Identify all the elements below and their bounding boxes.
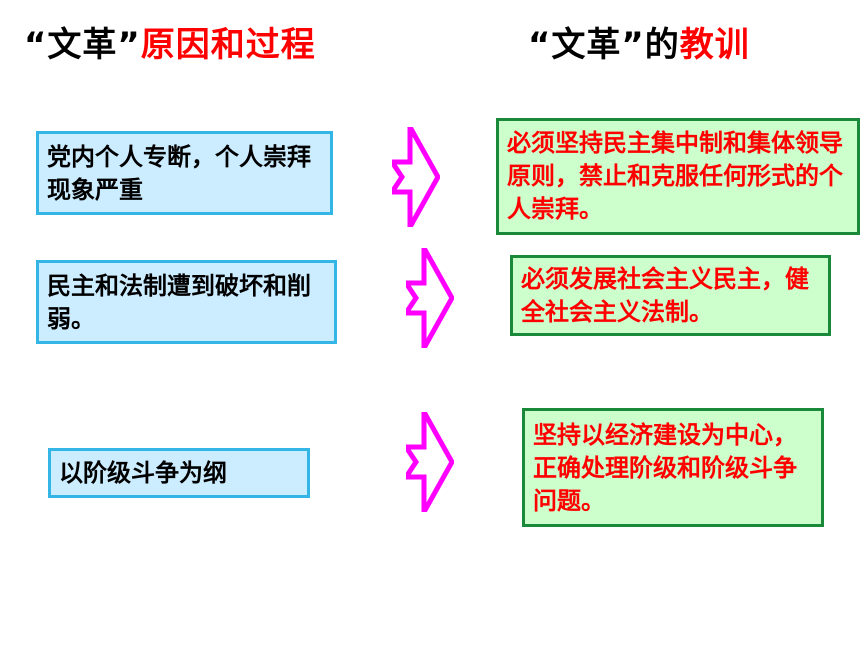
- lessons-title: “文革”的教训: [528, 22, 848, 68]
- cause-box-2: 民主和法制遭到破坏和削弱。: [36, 260, 337, 344]
- lesson-box-1: 必须坚持民主集中制和集体领导原则，禁止和克服任何形式的个人崇拜。: [496, 118, 860, 235]
- causes-title: “文革”原因和过程: [24, 22, 354, 68]
- causes-title-prefix: “文革”: [24, 25, 141, 65]
- notched-right-arrow-icon: [392, 127, 440, 227]
- cause-box-3: 以阶级斗争为纲: [48, 448, 310, 498]
- notched-right-arrow-icon: [406, 248, 454, 348]
- lesson-box-2: 必须发展社会主义民主，健全社会主义法制。: [510, 255, 831, 336]
- notched-right-arrow-icon: [406, 412, 454, 512]
- causes-title-highlight: 原因和过程: [140, 25, 316, 65]
- lessons-title-highlight: 教训: [679, 25, 750, 65]
- lesson-box-3: 坚持以经济建设为中心，正确处理阶级和阶级斗争问题。: [522, 408, 824, 527]
- lessons-title-prefix: “文革”的: [528, 25, 680, 65]
- cause-box-1: 党内个人专断，个人崇拜现象严重: [36, 131, 333, 215]
